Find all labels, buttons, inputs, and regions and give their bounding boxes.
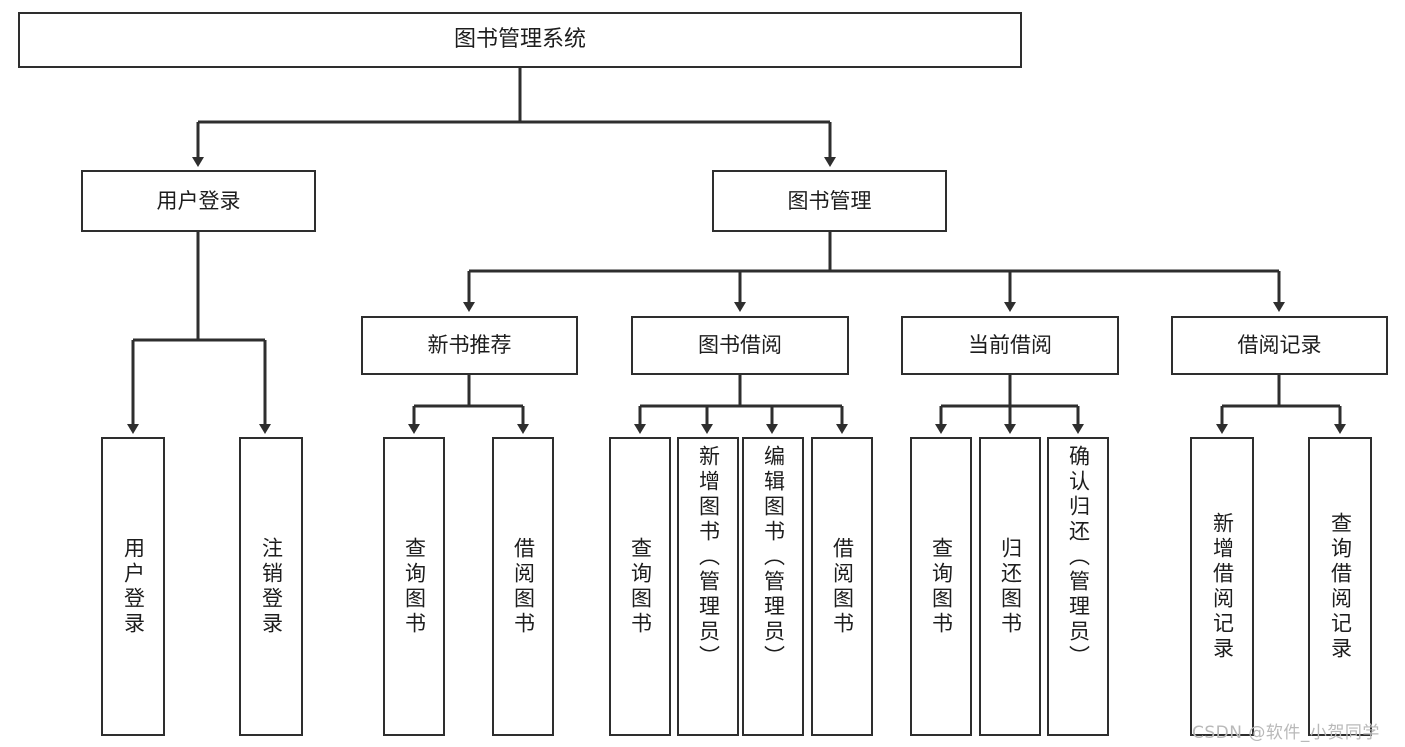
node-book-management[interactable]: 图书管理 [712, 170, 947, 232]
node-label: 用户登录 [121, 536, 146, 637]
node-label: 新增图书（管理员） [696, 445, 721, 670]
leaf-return-book[interactable]: 归还图书 [979, 437, 1041, 736]
leaf-new-book-query[interactable]: 查询图书 [383, 437, 445, 736]
node-label: 归还图书 [998, 536, 1023, 637]
node-label: 注销登录 [259, 536, 284, 637]
node-label: 借阅图书 [830, 536, 855, 637]
node-label: 新书推荐 [427, 333, 512, 358]
node-label: 借阅图书 [511, 536, 536, 637]
leaf-new-book-borrow[interactable]: 借阅图书 [492, 437, 554, 736]
node-label: 确认归还（管理员） [1066, 445, 1091, 670]
leaf-book-borrow-action[interactable]: 借阅图书 [811, 437, 873, 736]
node-label: 图书管理系统 [453, 27, 586, 53]
node-label: 新增借阅记录 [1210, 511, 1235, 662]
node-book-borrow[interactable]: 图书借阅 [631, 316, 849, 375]
node-new-book-recommend[interactable]: 新书推荐 [361, 316, 578, 375]
node-label: 图书管理 [787, 188, 872, 213]
leaf-book-borrow-query[interactable]: 查询图书 [609, 437, 671, 736]
leaf-query-borrow-record[interactable]: 查询借阅记录 [1308, 437, 1372, 736]
node-label: 借阅记录 [1237, 333, 1322, 358]
node-user-login[interactable]: 用户登录 [81, 170, 316, 232]
node-root-book-management-system[interactable]: 图书管理系统 [18, 12, 1022, 68]
leaf-book-add-admin[interactable]: 新增图书（管理员） [677, 437, 739, 736]
node-label: 查询图书 [628, 536, 653, 637]
watermark-text: CSDN @软件_小贺同学 [1192, 723, 1380, 743]
node-label: 查询图书 [929, 536, 954, 637]
node-borrow-record[interactable]: 借阅记录 [1171, 316, 1388, 375]
node-label: 当前借阅 [968, 333, 1052, 358]
leaf-user-login[interactable]: 用户登录 [101, 437, 165, 736]
leaf-current-borrow-query[interactable]: 查询图书 [910, 437, 972, 736]
node-label: 查询图书 [402, 536, 427, 637]
node-label: 图书借阅 [698, 333, 782, 358]
leaf-book-edit-admin[interactable]: 编辑图书（管理员） [742, 437, 804, 736]
node-current-borrow[interactable]: 当前借阅 [901, 316, 1119, 375]
leaf-confirm-return-admin[interactable]: 确认归还（管理员） [1047, 437, 1109, 736]
node-label: 用户登录 [156, 188, 241, 213]
node-label: 查询借阅记录 [1328, 511, 1353, 662]
node-label: 编辑图书（管理员） [761, 445, 786, 670]
leaf-logout[interactable]: 注销登录 [239, 437, 303, 736]
leaf-add-borrow-record[interactable]: 新增借阅记录 [1190, 437, 1254, 736]
